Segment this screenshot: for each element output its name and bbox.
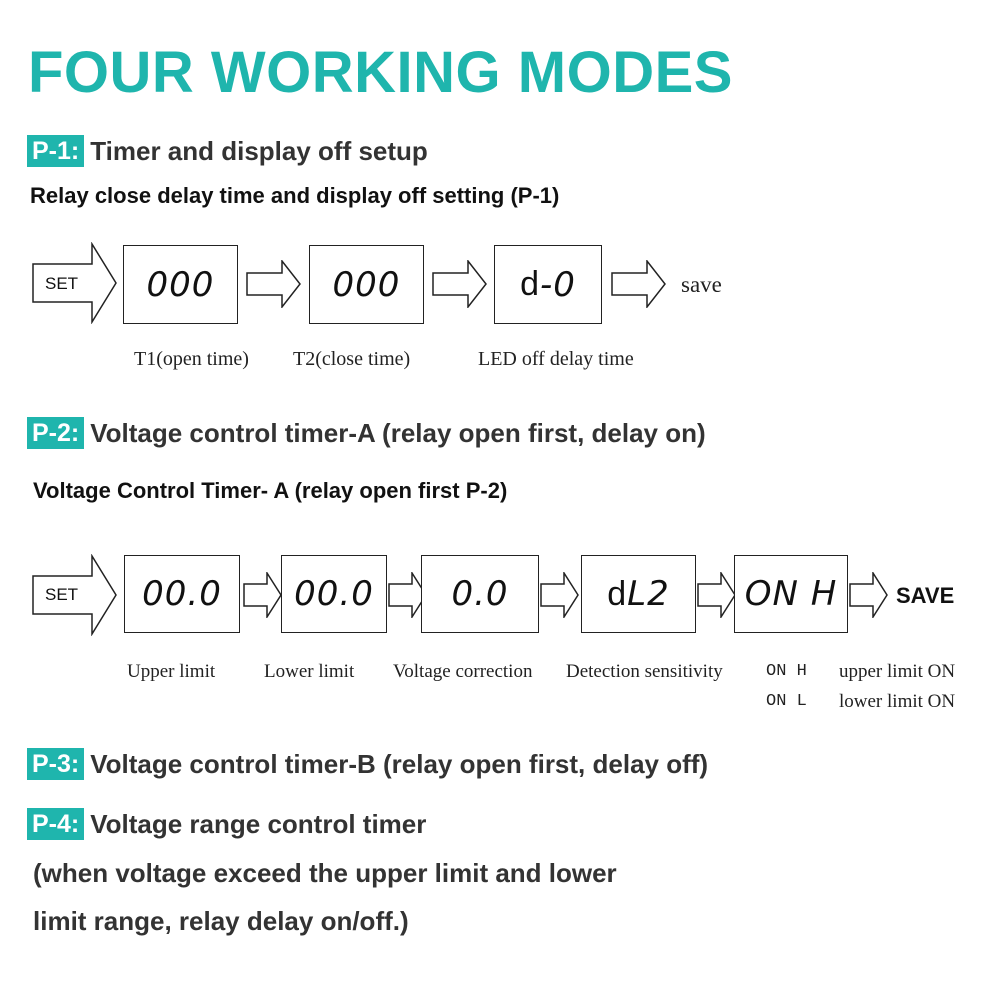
p1-display-led-prefix: d <box>520 265 540 303</box>
p2-set-label: SET <box>45 585 79 604</box>
section-p2-heading: P-2: Voltage control timer-A (relay open… <box>27 416 706 450</box>
p2-arrow-5-icon <box>849 572 888 618</box>
p1-badge: P-1: <box>27 135 85 167</box>
p2-arrow-4-icon <box>697 572 736 618</box>
p2-arrow-2-icon <box>388 572 427 618</box>
p2-badge: P-2: <box>27 417 85 449</box>
p2-display-on-h-value: ON H <box>744 574 838 614</box>
p2-display-sensitivity-value: L2 <box>627 574 670 614</box>
p1-subtitle: Relay close delay time and display off s… <box>30 183 560 208</box>
p2-display-correction-value: 0.0 <box>451 574 509 614</box>
p4-badge: P-4: <box>27 808 85 840</box>
p2-heading-text: Voltage control timer-A (relay open firs… <box>90 417 706 448</box>
p1-display-t2: 000 <box>309 245 424 324</box>
p1-display-t1: 000 <box>123 245 238 324</box>
p2-label-upper: Upper limit <box>127 661 216 682</box>
p1-arrow-3-icon <box>611 260 666 308</box>
p2-display-upper: 00.0 <box>124 555 240 633</box>
p1-set-arrow-icon <box>32 242 117 324</box>
p3-badge: P-3: <box>27 748 85 780</box>
p2-arrow-3-icon <box>540 572 579 618</box>
page-title: FOUR WORKING MODES <box>28 40 733 105</box>
p2-arrow-1-icon <box>243 572 282 618</box>
p1-display-led: d-0 <box>494 245 602 324</box>
p2-display-sensitivity-prefix: d <box>607 574 628 613</box>
p1-arrow-2-icon <box>432 260 487 308</box>
p2-display-upper-value: 00.0 <box>142 574 222 614</box>
p4-heading-text: Voltage range control timer <box>90 808 427 839</box>
p2-set-arrow-icon <box>32 554 117 636</box>
p2-display-lower: 00.0 <box>281 555 387 633</box>
p2-label-on-l: ON L <box>766 692 807 711</box>
p2-label-lower: Lower limit <box>264 661 355 682</box>
p2-display-on-h: ON H <box>734 555 848 633</box>
p3-heading-text: Voltage control timer-B (relay open firs… <box>90 748 709 779</box>
p2-subtitle: Voltage Control Timer- A (relay open fir… <box>33 478 508 503</box>
p4-description-line-1: (when voltage exceed the upper limit and… <box>33 858 617 888</box>
p1-display-t1-value: 000 <box>146 264 215 305</box>
p1-heading-text: Timer and display off setup <box>90 135 428 166</box>
section-p3-heading: P-3: Voltage control timer-B (relay open… <box>27 747 708 781</box>
p1-arrow-1-icon <box>246 260 301 308</box>
p2-label-sensitivity: Detection sensitivity <box>566 661 723 682</box>
p1-label-t1: T1(open time) <box>134 348 249 370</box>
p2-save-label: SAVE <box>896 583 955 608</box>
p1-save-label: save <box>681 272 722 297</box>
p4-description-line-2: limit range, relay delay on/off.) <box>33 906 409 936</box>
p2-display-correction: 0.0 <box>421 555 539 633</box>
p1-display-led-value: -0 <box>540 264 576 305</box>
p2-label-correction: Voltage correction <box>393 661 533 682</box>
p2-label-on-h: ON H <box>766 662 807 681</box>
p2-label-upper-on: upper limit ON <box>839 661 956 682</box>
section-p4-heading: P-4: Voltage range control timer <box>27 807 426 841</box>
p1-set-label: SET <box>45 274 79 293</box>
p2-label-lower-on: lower limit ON <box>839 691 956 712</box>
section-p1-heading: P-1: Timer and display off setup <box>27 134 428 168</box>
p1-label-led: LED off delay time <box>478 348 634 370</box>
p2-display-lower-value: 00.0 <box>294 574 374 614</box>
p1-label-t2: T2(close time) <box>293 348 411 370</box>
p1-display-t2-value: 000 <box>332 264 401 305</box>
